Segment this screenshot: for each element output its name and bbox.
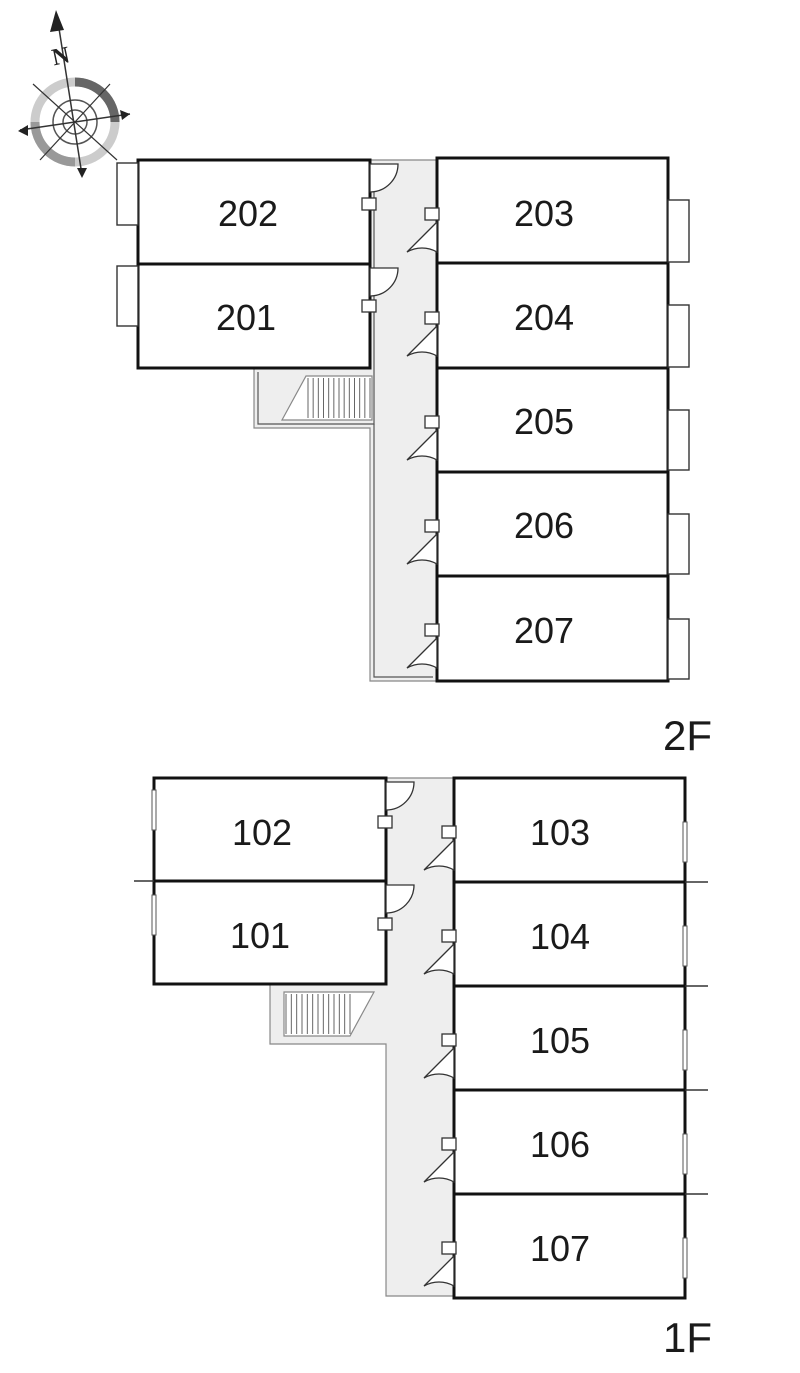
balcony (667, 513, 690, 575)
compass-rose-icon (18, 10, 131, 178)
door-icon (406, 623, 440, 670)
door-icon (406, 415, 440, 462)
room-103 (452, 776, 687, 884)
room-label: 205 (514, 401, 574, 442)
room-label: 101 (230, 915, 290, 956)
balcony (667, 304, 690, 368)
room-label: 104 (530, 916, 590, 957)
room-label: 107 (530, 1228, 590, 1269)
room-101 (152, 879, 388, 986)
room-102 (152, 776, 388, 883)
balcony (667, 409, 690, 471)
door-icon (423, 1033, 457, 1080)
room-label: 103 (530, 812, 590, 853)
door-icon (406, 519, 440, 566)
room-label: 203 (514, 193, 574, 234)
room-label: 201 (216, 297, 276, 338)
staircase-1f (283, 991, 376, 1037)
door-icon (361, 267, 399, 313)
room-label: 106 (530, 1124, 590, 1165)
room-label: 102 (232, 812, 292, 853)
door-icon (423, 1241, 457, 1288)
room-label: 105 (530, 1020, 590, 1061)
floor-1f: 102 101 103 104 105 106 107 1F (134, 776, 712, 1361)
door-icon (406, 207, 440, 254)
door-icon (423, 825, 457, 872)
room-207 (435, 574, 670, 683)
door-icon (377, 884, 415, 931)
balcony (667, 199, 690, 263)
compass-north-label: N (50, 42, 73, 71)
door-icon (377, 781, 415, 829)
room-105 (452, 984, 687, 1092)
room-203 (435, 156, 670, 265)
room-label: 206 (514, 505, 574, 546)
floor-2f: 202 201 203 204 205 206 207 2F (116, 156, 712, 759)
floor-label-1f: 1F (663, 1314, 712, 1361)
room-label: 207 (514, 610, 574, 651)
door-icon (361, 163, 399, 211)
floor-label-2f: 2F (663, 712, 712, 759)
door-icon (423, 929, 457, 976)
balcony (667, 618, 690, 680)
room-label: 202 (218, 193, 278, 234)
staircase-2f (280, 375, 373, 421)
door-icon (406, 311, 440, 358)
balcony (116, 265, 139, 327)
balcony (116, 162, 139, 226)
door-icon (423, 1137, 457, 1184)
room-label: 204 (514, 297, 574, 338)
room-205 (435, 366, 670, 474)
